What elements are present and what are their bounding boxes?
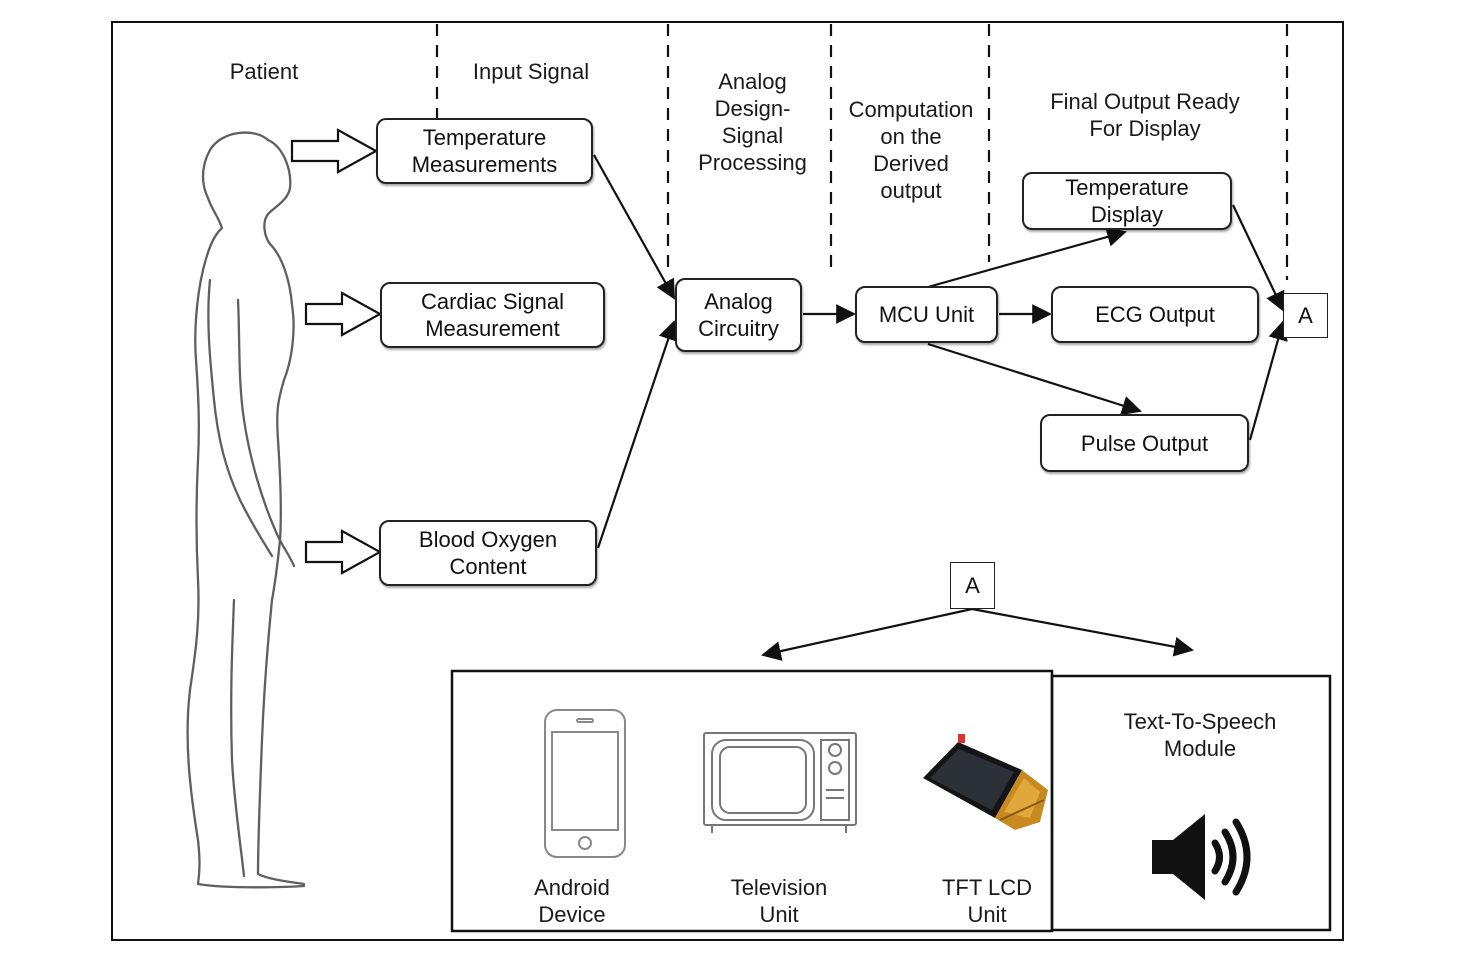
temperature-display-box: Temperature Display xyxy=(1022,172,1232,230)
arrow-pulse-to-a xyxy=(1248,320,1288,441)
mcu-unit-label: MCU Unit xyxy=(878,302,975,327)
arrow-mcu-to-pulse xyxy=(927,342,1142,416)
arrow-oxygen-to-analog xyxy=(596,320,678,549)
mcu-unit-box: MCU Unit xyxy=(855,286,998,343)
input-arrow-blood-oxygen xyxy=(304,529,383,575)
column-separators xyxy=(435,24,1289,280)
arrow-a-to-tts xyxy=(971,607,1194,657)
television-unit-label: Television Unit xyxy=(730,875,828,927)
smartphone-icon xyxy=(544,709,626,858)
ecg-output-box: ECG Output xyxy=(1051,286,1259,343)
analog-circuitry-label: Analog Circuitry xyxy=(698,289,779,341)
connector-a-bottom: A xyxy=(950,562,995,609)
tv-icon xyxy=(703,732,857,833)
connector-a-bottom-label: A xyxy=(965,572,980,598)
ecg-output-label: ECG Output xyxy=(1095,302,1215,327)
android-device-label: Android Device xyxy=(534,875,610,927)
analog-circuitry-box: Analog Circuitry xyxy=(675,278,802,352)
arrow-temperature-to-analog xyxy=(593,154,675,300)
connector-a-right: A xyxy=(1283,293,1328,338)
arrow-mcu-to-temperature-display xyxy=(927,227,1127,289)
temperature-measurements-label: Temperature Measurements xyxy=(411,125,558,177)
column-header-input-signal: Input Signal xyxy=(472,59,590,84)
speaker-icon xyxy=(1152,814,1251,900)
temperature-display-label: Temperature Display xyxy=(1065,175,1189,227)
blood-oxygen-label: Blood Oxygen Content xyxy=(418,527,558,579)
arrow-a-to-display-devices xyxy=(761,607,973,661)
diagram-frame xyxy=(111,21,1344,941)
column-header-patient: Patient xyxy=(229,59,299,84)
tts-module-label: Text-To-Speech Module xyxy=(1123,709,1277,761)
column-header-analog-design: Analog Design- Signal Processing xyxy=(698,69,807,175)
tts-panel xyxy=(1050,674,1332,932)
cardiac-signal-box: Cardiac Signal Measurement xyxy=(380,282,605,348)
input-arrow-temperature xyxy=(290,128,379,174)
cardiac-signal-label: Cardiac Signal Measurement xyxy=(420,289,565,341)
pulse-output-box: Pulse Output xyxy=(1040,414,1249,472)
column-header-final-output: Final Output Ready For Display xyxy=(1050,89,1240,141)
temperature-measurements-box: Temperature Measurements xyxy=(376,118,593,184)
blood-oxygen-box: Blood Oxygen Content xyxy=(379,520,597,586)
connector-a-right-label: A xyxy=(1298,302,1313,328)
tft-lcd-unit-label: TFT LCD Unit xyxy=(941,875,1033,927)
arrow-temperature-display-to-a xyxy=(1232,204,1285,312)
column-header-computation: Computation on the Derived output xyxy=(848,97,974,203)
lcd-module-icon xyxy=(923,734,1048,830)
pulse-output-label: Pulse Output xyxy=(1080,430,1209,456)
input-arrow-cardiac xyxy=(304,291,383,337)
